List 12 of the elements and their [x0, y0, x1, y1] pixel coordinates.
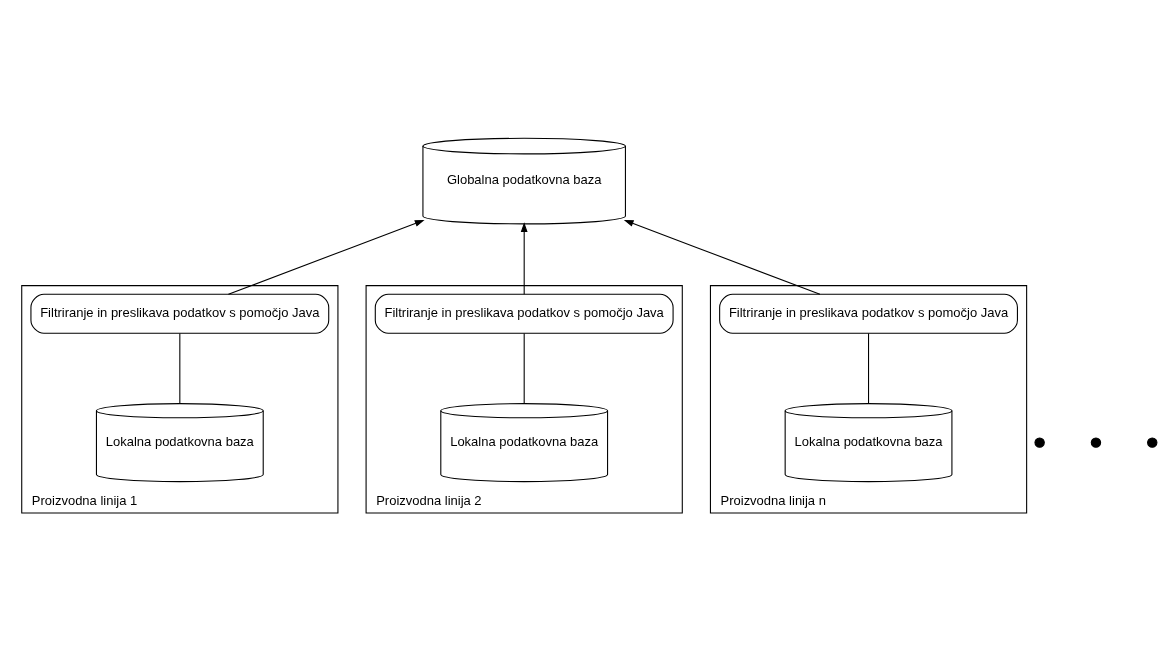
node-box: Filtriranje in preslikava podatkov s pomočjo Java	[30, 293, 330, 334]
node-circle	[1090, 436, 1102, 448]
arrow	[520, 221, 528, 295]
connector	[179, 332, 181, 404]
node-circle	[1034, 436, 1045, 448]
node-box: Filtriranje in preslikava podatkov s pomočjo Java	[719, 293, 1018, 334]
connector	[523, 332, 525, 404]
connector	[868, 332, 870, 404]
arrow	[623, 219, 821, 295]
node-circle	[1147, 436, 1158, 448]
node-box: Filtriranje in preslikava podatkov s pomočjo Java	[374, 293, 674, 334]
arrow	[227, 219, 425, 295]
